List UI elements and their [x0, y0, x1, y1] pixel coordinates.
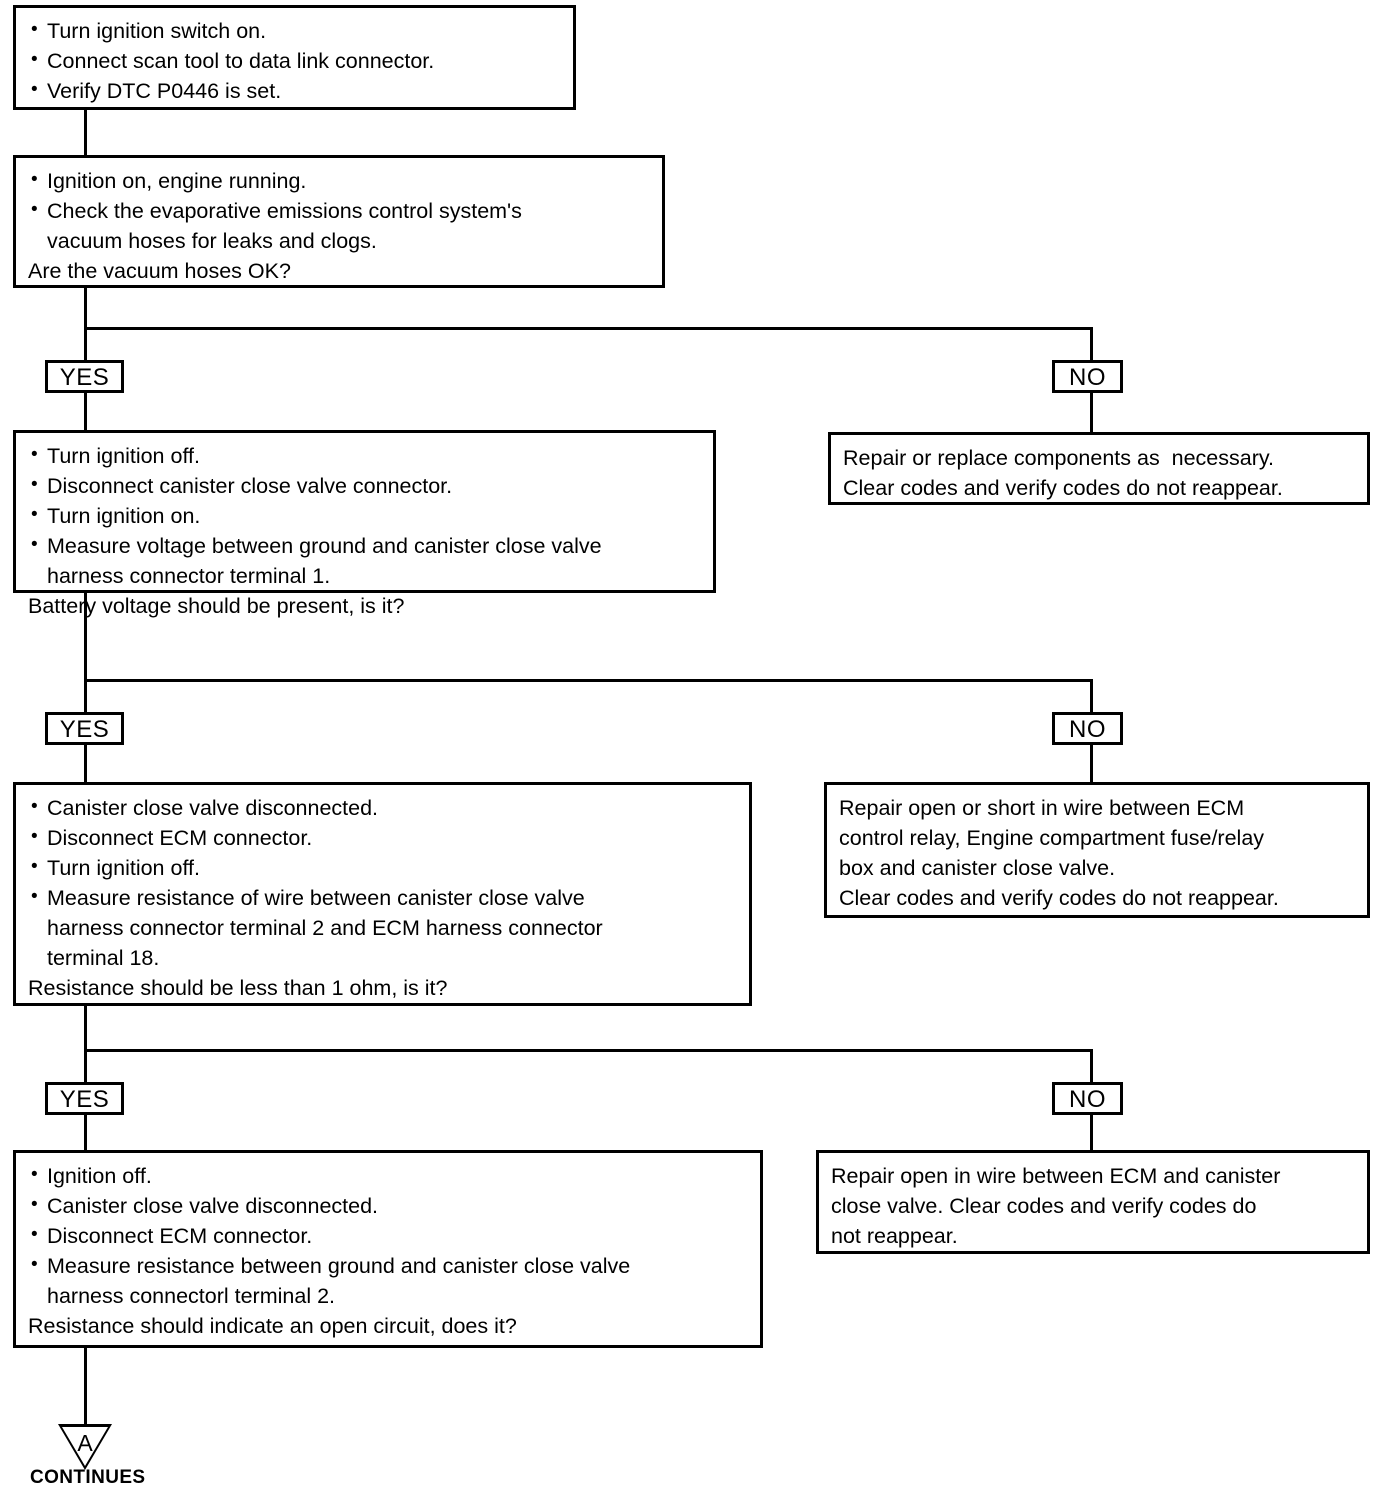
connector-line-vertical: [1090, 679, 1093, 713]
connector-line-horizontal: [84, 327, 1093, 330]
box-line: Ignition on, engine running.: [28, 165, 652, 196]
branch-label-yes: YES: [45, 712, 124, 745]
connector-line-vertical: [1090, 392, 1093, 432]
box-line: close valve. Clear codes and verify code…: [831, 1194, 1257, 1218]
box-line: Disconnect ECM connector.: [28, 1220, 750, 1251]
flow-box-result-2: Repair open or short in wire between ECM…: [824, 782, 1370, 918]
branch-label-yes: YES: [45, 1082, 124, 1115]
branch-label-no: NO: [1052, 712, 1123, 745]
box-line: Repair open or short in wire between ECM: [839, 796, 1245, 820]
continues-letter: A: [77, 1430, 93, 1456]
connector-line-vertical: [1090, 1049, 1093, 1083]
connector-line-vertical: [84, 1006, 87, 1083]
connector-line-horizontal: [84, 1049, 1093, 1052]
box-line: harness connector terminal 1.: [47, 564, 331, 588]
box-line: Measure resistance between ground and ca…: [28, 1250, 750, 1281]
flow-box-step-4: Canister close valve disconnected. Disco…: [13, 782, 752, 1006]
box-line: terminal 18.: [47, 946, 160, 970]
box-line: Clear codes and verify codes do not reap…: [839, 886, 1279, 910]
box-line: Are the vacuum hoses OK?: [28, 259, 291, 283]
box-line: Repair or replace components as necessar…: [843, 446, 1275, 470]
flow-box-step-1: Turn ignition switch on. Connect scan to…: [13, 5, 576, 110]
flow-box-result-3: Repair open in wire between ECM and cani…: [816, 1150, 1370, 1254]
connector-line-vertical: [84, 744, 87, 784]
flow-box-result-1: Repair or replace components as necessar…: [828, 432, 1370, 505]
box-line: Connect scan tool to data link connector…: [28, 45, 563, 76]
connector-line-vertical: [84, 288, 87, 330]
box-line: Measure resistance of wire between canis…: [28, 882, 739, 913]
continues-caption: CONTINUES: [30, 1467, 146, 1488]
connector-line-vertical: [1090, 744, 1093, 784]
box-line: Resistance should be less than 1 ohm, is…: [28, 976, 448, 1000]
box-line: control relay, Engine compartment fuse/r…: [839, 826, 1265, 850]
continues-triangle-inner: [62, 1427, 108, 1466]
box-line: Canister close valve disconnected.: [28, 792, 739, 823]
box-line: Ignition off.: [28, 1160, 750, 1191]
box-line: Turn ignition off.: [28, 852, 739, 883]
connector-line-horizontal: [84, 679, 1093, 682]
box-line: harness connector terminal 2 and ECM har…: [47, 916, 603, 940]
branch-label-no: NO: [1052, 1082, 1123, 1115]
box-line: Battery voltage should be present, is it…: [28, 594, 405, 618]
box-line: Verify DTC P0446 is set.: [28, 75, 563, 106]
box-line: Disconnect canister close valve connecto…: [28, 470, 703, 501]
flow-box-step-5: Ignition off. Canister close valve disco…: [13, 1150, 763, 1348]
box-line: harness connectorl terminal 2.: [47, 1284, 336, 1308]
box-line: Disconnect ECM connector.: [28, 822, 739, 853]
branch-label-no: NO: [1052, 360, 1123, 393]
connector-line-vertical: [84, 1348, 87, 1430]
box-line: Repair open in wire between ECM and cani…: [831, 1164, 1281, 1188]
box-line: vacuum hoses for leaks and clogs.: [47, 229, 377, 253]
box-line: Resistance should indicate an open circu…: [28, 1314, 517, 1338]
connector-line-vertical: [84, 110, 87, 155]
connector-line-vertical: [1090, 1114, 1093, 1150]
connector-line-vertical: [84, 1114, 87, 1152]
box-line: Turn ignition on.: [28, 500, 703, 531]
connector-line-vertical: [84, 593, 87, 713]
flow-box-step-2: Ignition on, engine running. Check the e…: [13, 155, 665, 288]
connector-line-vertical: [84, 392, 87, 430]
connector-line-vertical: [84, 327, 87, 363]
box-line: Turn ignition switch on.: [28, 15, 563, 46]
branch-label-yes: YES: [45, 360, 124, 393]
box-line: Canister close valve disconnected.: [28, 1190, 750, 1221]
box-line: Measure voltage between ground and canis…: [28, 530, 703, 561]
box-line: Turn ignition off.: [28, 440, 703, 471]
box-line: box and canister close valve.: [839, 856, 1116, 880]
box-line: Check the evaporative emissions control …: [28, 195, 652, 226]
box-line: not reappear.: [831, 1224, 958, 1248]
box-line: Clear codes and verify codes do not reap…: [843, 476, 1283, 500]
flow-box-step-3: Turn ignition off. Disconnect canister c…: [13, 430, 716, 618]
connector-line-vertical: [1090, 327, 1093, 363]
